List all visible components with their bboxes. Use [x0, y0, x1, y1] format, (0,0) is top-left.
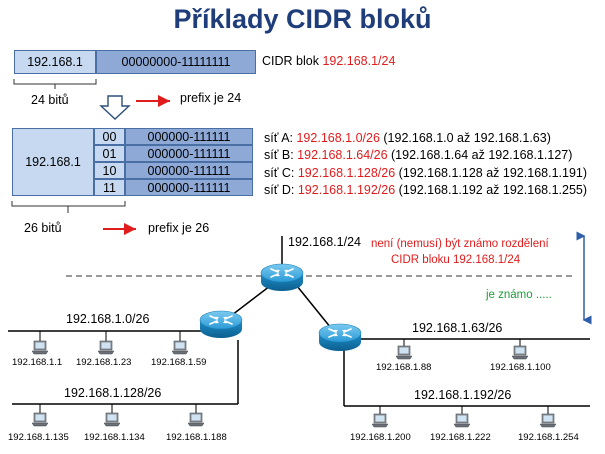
subnet-prefix-label: prefix je 26: [148, 221, 210, 235]
top-router-label: 192.168.1/24: [288, 235, 361, 249]
link-router-right: [296, 285, 332, 329]
network-label: síť A:: [264, 131, 297, 145]
note-unknown-2: CIDR bloku 192.168.1/24: [391, 254, 521, 266]
router-icon: [260, 263, 304, 292]
subnet-host-cell: 000000-111111: [125, 128, 253, 145]
computer-icon: [171, 340, 189, 355]
cidr-block-value: 192.168.1/24: [322, 54, 396, 68]
block-host-bits-cell: 00000000-11111111: [96, 50, 256, 74]
subnet-prefix-cell: 192.168.1: [12, 128, 94, 196]
subnet-host-cell: 000000-111111: [125, 162, 253, 179]
network-label: síť D:: [264, 183, 298, 197]
network-cidr: 192.168.1.192/26: [297, 183, 396, 197]
network-label: síť C:: [264, 166, 298, 180]
brace-24-bits: [13, 79, 97, 89]
network-line: síť B: 192.168.1.64/26 (192.168.1.64 až …: [264, 148, 572, 162]
network-cidr: 192.168.1.64/26: [297, 148, 388, 162]
segment-label: 192.168.1.0/26: [66, 312, 150, 326]
computer-icon: [97, 340, 115, 355]
computer-icon: [31, 412, 49, 427]
page-title: Příklady CIDR bloků: [173, 4, 432, 34]
host-ip-label: 192.168.1.59: [151, 357, 207, 368]
segment-label: 192.168.1.192/26: [414, 388, 512, 402]
network-line: síť D: 192.168.1.192/26 (192.168.1.192 a…: [264, 183, 587, 197]
host-ip-label: 192.168.1.100: [490, 362, 551, 373]
subnet-host-cell: 000000-111111: [125, 145, 253, 162]
network-cidr: 192.168.1.128/26: [297, 166, 396, 180]
computer-icon: [371, 413, 389, 428]
segment-label: 192.168.1.128/26: [64, 386, 162, 400]
down-arrow-icon: [99, 95, 131, 120]
brace-26-bits: [11, 201, 126, 213]
subnet-host-cell: 000000-111111: [125, 179, 253, 196]
network-line: síť C: 192.168.1.128/26 (192.168.1.128 a…: [264, 166, 587, 180]
computer-icon: [103, 412, 121, 427]
router-icon: [199, 310, 243, 339]
host-ip-label: 192.168.1.1: [12, 357, 63, 368]
cidr-block-label: CIDR blok: [262, 54, 323, 68]
host-ip-label: 192.168.1.134: [84, 432, 145, 443]
router-icon: [318, 323, 362, 352]
segment-label: 192.168.1.63/26: [412, 321, 503, 335]
computer-icon: [395, 345, 413, 360]
computer-icon: [187, 412, 205, 427]
network-range: (192.168.1.128 až 192.168.1.191): [395, 166, 588, 180]
subnet-bits-label: 26 bitů: [24, 221, 62, 235]
block-bits-label: 24 bitů: [31, 93, 69, 107]
network-range: (192.168.1.0 až 192.168.1.63): [379, 131, 551, 145]
computer-icon: [511, 345, 529, 360]
network-range: (192.168.1.192 až 192.168.1.255): [395, 183, 588, 197]
host-ip-label: 192.168.1.188: [166, 432, 227, 443]
computer-icon: [31, 340, 49, 355]
note-unknown: není (nemusí) být známo rozdělení: [371, 238, 549, 250]
block-prefix-label: prefix je 24: [180, 91, 242, 105]
link-router-left: [231, 285, 271, 316]
host-ip-label: 192.168.1.222: [430, 432, 491, 443]
host-ip-label: 192.168.1.200: [350, 432, 411, 443]
network-line: síť A: 192.168.1.0/26 (192.168.1.0 až 19…: [264, 131, 551, 145]
host-ip-label: 192.168.1.135: [8, 432, 69, 443]
cidr-block-caption: CIDR blok 192.168.1/24: [262, 54, 395, 68]
host-ip-label: 192.168.1.88: [376, 362, 432, 373]
subnet-bits-cell: 01: [94, 145, 125, 162]
host-ip-label: 192.168.1.254: [518, 432, 579, 443]
note-known: je známo .....: [486, 289, 552, 301]
subnet-bits-cell: 11: [94, 179, 125, 196]
computer-icon: [453, 413, 471, 428]
network-range: (192.168.1.64 až 192.168.1.127): [387, 148, 573, 162]
network-label: síť B:: [264, 148, 298, 162]
subnet-bits-cell: 10: [94, 162, 125, 179]
computer-icon: [539, 413, 557, 428]
host-ip-label: 192.168.1.23: [76, 357, 132, 368]
network-cidr: 192.168.1.0/26: [296, 131, 380, 145]
subnet-bits-cell: 00: [94, 128, 125, 145]
block-prefix-cell: 192.168.1: [14, 50, 96, 74]
